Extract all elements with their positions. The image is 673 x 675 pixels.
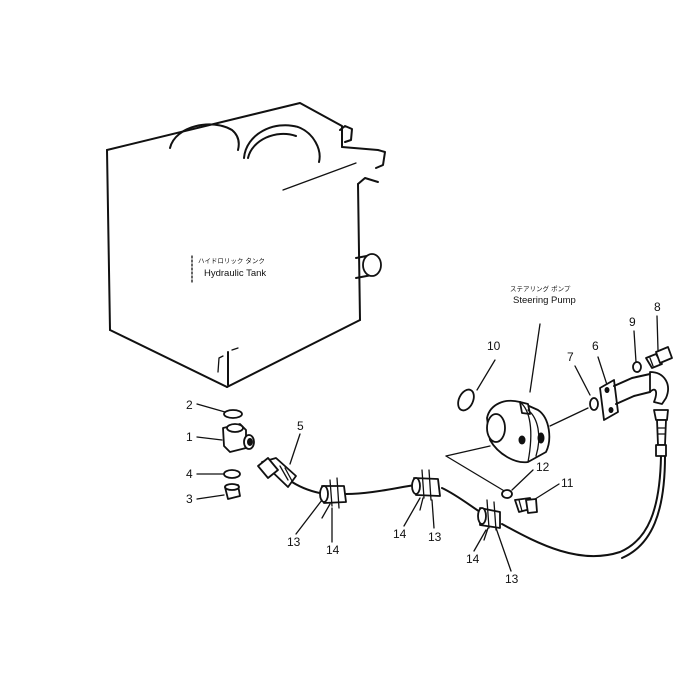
callout-13-a: 13 [287, 535, 301, 549]
leader-line [473, 529, 487, 552]
tank-label-jp: ハイドロリック タンク [198, 256, 265, 265]
leader-line [445, 455, 507, 493]
leader-line [574, 365, 591, 396]
leader-line [445, 445, 491, 457]
leader-line [549, 407, 589, 427]
leader-line [476, 359, 496, 391]
clamp-icon [477, 499, 501, 541]
bolt-icon [645, 346, 673, 369]
leader-line [289, 433, 301, 465]
callout-14-b: 14 [393, 527, 407, 541]
clamp-icon [411, 469, 441, 511]
leader-line [196, 494, 225, 500]
washer-icon [501, 489, 513, 499]
hose-fitting-icon [257, 457, 297, 488]
callout-14-c: 14 [466, 552, 480, 566]
o-ring-icon [632, 361, 642, 373]
o-ring-icon [223, 469, 241, 479]
pump-label-en: Steering Pump [513, 295, 576, 306]
clamp-icon [319, 477, 347, 519]
elbow-fitting-icon [222, 423, 255, 453]
leader-line [295, 499, 323, 535]
leader-line [511, 469, 534, 491]
leader-line [597, 356, 609, 389]
callout-12: 12 [536, 460, 550, 474]
leader-line [495, 527, 512, 572]
callout-9: 9 [629, 315, 636, 329]
callout-11: 11 [561, 476, 574, 490]
hose-line [621, 455, 666, 559]
leader-line [633, 330, 637, 363]
leader-line [431, 499, 435, 529]
bolt-icon [514, 497, 538, 514]
leader-line [531, 483, 560, 502]
callout-3: 3 [186, 492, 193, 506]
leader-line [196, 403, 226, 413]
callout-13-b: 13 [428, 530, 442, 544]
callout-4: 4 [186, 467, 193, 481]
o-ring-icon [457, 388, 475, 412]
callout-1: 1 [186, 430, 193, 444]
callout-7: 7 [567, 350, 574, 364]
callout-8: 8 [654, 300, 661, 314]
o-ring-icon [589, 397, 599, 411]
tank-label-en: Hydraulic Tank [204, 268, 266, 279]
pump-label-jp: ステアリング ポンプ [510, 284, 571, 293]
callout-2: 2 [186, 398, 193, 412]
hydraulic-tank: ハイドロリック タンク Hydraulic Tank [106, 102, 386, 388]
leader-line [529, 323, 541, 393]
hose-line [501, 455, 662, 558]
callout-5: 5 [297, 419, 304, 433]
o-ring-icon [223, 409, 243, 419]
hose-line [345, 484, 416, 495]
hose-line [441, 487, 481, 513]
flange-tube-icon [599, 371, 669, 457]
leader-line [656, 315, 659, 351]
plug-icon [224, 483, 241, 500]
steering-pump [486, 399, 551, 464]
leader-line [196, 436, 223, 441]
callout-13-c: 13 [505, 572, 519, 586]
callout-10: 10 [487, 339, 501, 353]
callout-6: 6 [592, 339, 599, 353]
leader-line [403, 497, 421, 527]
callout-14-a: 14 [326, 543, 340, 557]
